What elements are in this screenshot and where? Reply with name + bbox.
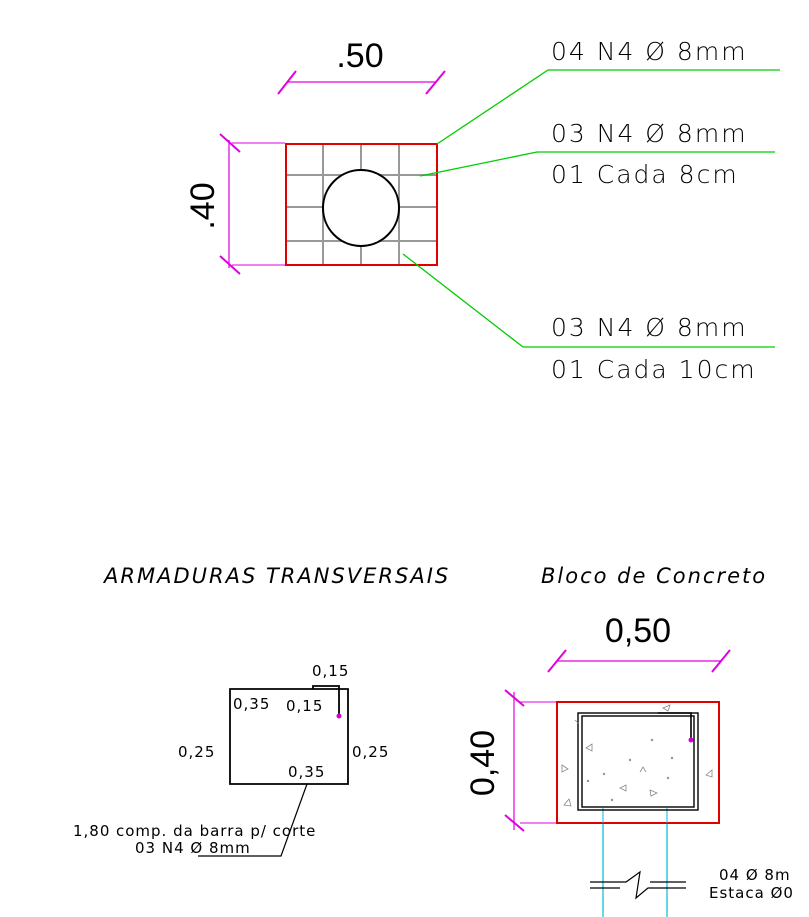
stirrup-side-right: 0,25 [352, 743, 389, 761]
stirrup-shape [229, 688, 349, 785]
callout-2-line2: 01 Cada 8cm [551, 160, 739, 189]
block-stirrup-inner [581, 715, 695, 808]
callout-3-line2: 01 Cada 10cm [551, 355, 757, 384]
block-stirrup-outer [577, 712, 699, 811]
top-width-dimension: .50 [277, 37, 446, 95]
callout-2-line1: 03 N4 Ø 8mm [551, 119, 748, 148]
callout-3-line1: 03 N4 Ø 8mm [551, 313, 748, 342]
concrete-block-detail: Bloco de Concreto 0,50 0,40 [464, 564, 794, 917]
block-hook-point [688, 737, 694, 743]
stirrup-length-value: 1,80 [73, 822, 110, 840]
stirrup-hook-top: 0,15 [312, 662, 349, 680]
block-note-line2: Estaca Ø0 [709, 884, 794, 902]
pile-circle [322, 169, 400, 247]
block-outline [556, 701, 720, 824]
stirrup-bar-spec: 03 N4 Ø 8mm [135, 839, 251, 857]
concrete-hatch [561, 704, 713, 807]
stirrup-inner-left: 0,35 [233, 695, 270, 713]
hook-point [336, 713, 342, 719]
top-height-label: .40 [184, 182, 222, 229]
block-width-label: 0,50 [605, 612, 671, 650]
stirrup-inner-right: 0,15 [286, 697, 323, 715]
stirrup-detail: ARMADURAS TRANSVERSAIS 0,15 0,35 0,15 0,… [73, 564, 450, 857]
column-outline [285, 143, 438, 266]
break-symbol [590, 870, 686, 900]
stirrup-leader [198, 783, 308, 857]
callout-leaders [402, 69, 780, 348]
block-note-line1: 04 Ø 8m [719, 866, 791, 884]
stirrup-title: ARMADURAS TRANSVERSAIS [102, 564, 450, 588]
block-title: Bloco de Concreto [541, 564, 767, 588]
pile-lines [602, 823, 668, 917]
top-height-dimension: .40 [184, 133, 285, 275]
top-width-label: .50 [336, 37, 383, 75]
stirrup-bottom: 0,35 [288, 763, 325, 781]
block-height-label: 0,40 [464, 730, 502, 796]
stirrup-hook [312, 685, 340, 716]
stirrup-side-left: 0,25 [178, 743, 215, 761]
stirrup-length-text: comp. da barra p/ corte [116, 822, 316, 840]
top-section: .50 .40 04 N4 Ø [184, 37, 780, 384]
callout-1-line1: 04 N4 Ø 8mm [551, 37, 748, 66]
